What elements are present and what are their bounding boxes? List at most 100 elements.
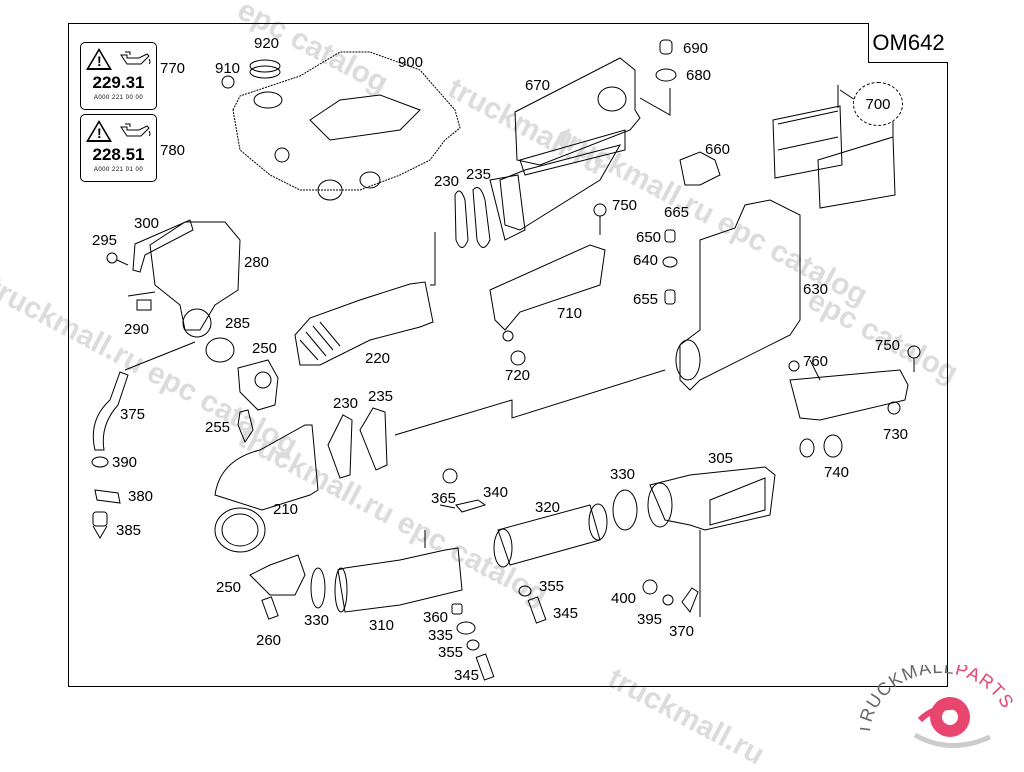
gasket-230 [454, 190, 469, 248]
warning-number: 229.31 [92, 73, 145, 92]
oil-can-icon [120, 51, 151, 65]
mount-740 [799, 438, 815, 458]
callout-285[interactable]: 285 [225, 315, 251, 332]
washer-395 [662, 594, 674, 606]
intake-duct-305 [649, 466, 776, 531]
callout-680[interactable]: 680 [686, 67, 712, 84]
bracket-370 [681, 587, 699, 613]
callout-345[interactable]: 345 [454, 667, 480, 684]
callout-210[interactable]: 210 [273, 501, 299, 518]
callout-370[interactable]: 370 [669, 623, 695, 640]
filter-housing-upper-670 [514, 57, 641, 166]
washer-355 [518, 585, 532, 597]
callout-660[interactable]: 660 [705, 141, 731, 158]
callout-750[interactable]: 750 [875, 337, 901, 354]
callout-640[interactable]: 640 [633, 252, 659, 269]
bracket-380 [94, 489, 121, 504]
bolt-345 [527, 596, 547, 624]
callout-670[interactable]: 670 [525, 77, 551, 94]
callout-235[interactable]: 235 [368, 388, 394, 405]
gasket-235 [359, 407, 388, 471]
callout-375[interactable]: 375 [120, 406, 146, 423]
filter-housing-lower-630 [679, 199, 801, 391]
callout-330[interactable]: 330 [610, 466, 636, 483]
callout-310[interactable]: 310 [369, 617, 395, 634]
callout-700[interactable]: 700 [853, 82, 903, 126]
callout-380[interactable]: 380 [128, 488, 154, 505]
callout-665[interactable]: 665 [664, 204, 690, 221]
callout-365[interactable]: 365 [431, 490, 457, 507]
callout-290[interactable]: 290 [124, 321, 150, 338]
callout-780[interactable]: 780 [160, 142, 186, 159]
intake-pipe-310 [337, 547, 463, 613]
valve-385 [92, 511, 108, 527]
callout-255[interactable]: 255 [205, 419, 231, 436]
callout-690[interactable]: 690 [683, 40, 709, 57]
callout-345[interactable]: 345 [553, 605, 579, 622]
model-code: OM642 [868, 23, 948, 63]
callout-900[interactable]: 900 [398, 54, 424, 71]
callout-360[interactable]: 360 [423, 609, 449, 626]
callout-320[interactable]: 320 [535, 499, 561, 516]
clip-290 [136, 299, 152, 311]
cover-port [317, 179, 343, 201]
warning-label-770[interactable]: ! 229.31 A000 221 00 00 [80, 42, 157, 110]
callout-385[interactable]: 385 [116, 522, 142, 539]
clamp-330 [310, 567, 326, 609]
engine-cover-900 [232, 51, 461, 191]
callout-220[interactable]: 220 [365, 350, 391, 367]
callout-355[interactable]: 355 [438, 644, 464, 661]
callout-650[interactable]: 650 [636, 229, 662, 246]
callout-760[interactable]: 760 [803, 353, 829, 370]
callout-250[interactable]: 250 [216, 579, 242, 596]
part-655 [664, 289, 676, 305]
cap-920 [249, 59, 281, 73]
callout-655[interactable]: 655 [633, 291, 659, 308]
clamp-390 [91, 456, 109, 468]
callout-710[interactable]: 710 [557, 305, 583, 322]
bolt-345 [475, 653, 495, 681]
callout-305[interactable]: 305 [708, 450, 734, 467]
callout-295[interactable]: 295 [92, 232, 118, 249]
gasket-235 [472, 187, 491, 248]
gear-icon [913, 697, 992, 748]
callout-300[interactable]: 300 [134, 215, 160, 232]
callout-910[interactable]: 910 [215, 60, 241, 77]
callout-235[interactable]: 235 [466, 166, 492, 183]
callout-335[interactable]: 335 [428, 627, 454, 644]
callout-260[interactable]: 260 [256, 632, 282, 649]
warning-part-number: A000 221 01 00 [93, 167, 144, 173]
spacer-360 [451, 603, 463, 615]
callout-330[interactable]: 330 [304, 612, 330, 629]
callout-720[interactable]: 720 [505, 367, 531, 384]
mount-690 [659, 39, 673, 55]
nut-400 [642, 579, 658, 595]
exploded-view-drawing [91, 39, 921, 681]
callout-630[interactable]: 630 [803, 281, 829, 298]
cover-port [359, 171, 381, 189]
callout-750[interactable]: 750 [612, 197, 638, 214]
nut-365 [442, 468, 458, 484]
callout-230[interactable]: 230 [333, 395, 359, 412]
callout-730[interactable]: 730 [883, 426, 909, 443]
bolt-260 [261, 596, 279, 620]
bolt-750 [593, 203, 607, 217]
callout-340[interactable]: 340 [483, 484, 509, 501]
warning-label-780[interactable]: ! 228.51 A000 221 01 00 [80, 114, 157, 182]
callout-400[interactable]: 400 [611, 590, 637, 607]
callout-250[interactable]: 250 [252, 340, 278, 357]
callout-740[interactable]: 740 [824, 464, 850, 481]
bolt-760 [788, 360, 800, 372]
part-650 [664, 229, 676, 243]
callout-390[interactable]: 390 [112, 454, 138, 471]
callout-280[interactable]: 280 [244, 254, 270, 271]
callout-230[interactable]: 230 [434, 173, 460, 190]
callout-920[interactable]: 920 [254, 35, 280, 52]
mercedes-star-icon [274, 147, 290, 163]
gasket-300 [132, 219, 194, 273]
callout-395[interactable]: 395 [637, 611, 663, 628]
callout-355[interactable]: 355 [539, 578, 565, 595]
callout-770[interactable]: 770 [160, 60, 186, 77]
mount-250 [237, 359, 279, 411]
